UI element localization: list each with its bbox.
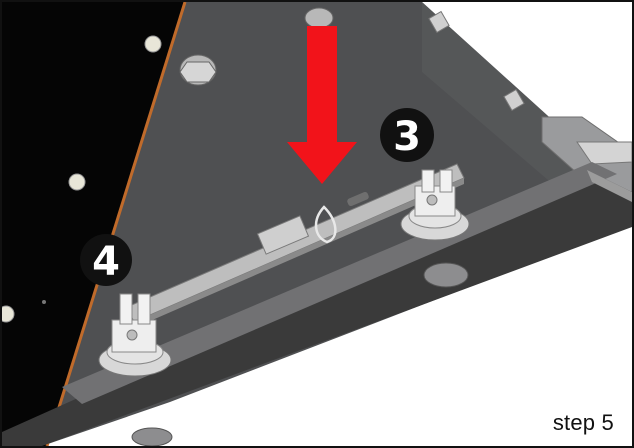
- black-side-panel: [2, 2, 185, 446]
- small-tab-icon: [428, 10, 450, 34]
- cotter-pin-icon: [314, 205, 337, 244]
- right-flange-lip: [576, 141, 632, 165]
- step-badge-4: 4: [80, 234, 132, 286]
- hinge-assembly-right: [400, 169, 470, 241]
- linkage-sleeve: [256, 215, 310, 255]
- linkage-bar-shadow: [134, 178, 464, 328]
- bottom-rail: [2, 170, 632, 446]
- panel-hole: [68, 173, 86, 191]
- panel-hole: [42, 300, 46, 304]
- step-caption: step 5: [552, 410, 614, 435]
- bolt-icon: [179, 54, 217, 86]
- panel-hole: [2, 305, 15, 323]
- foot-icon: [423, 262, 469, 288]
- panel-copper-edge: [45, 2, 187, 446]
- down-arrow-icon: [287, 26, 357, 184]
- foot-icon: [131, 427, 173, 446]
- bottom-rail-edge-light: [587, 170, 632, 202]
- panel-hole: [144, 35, 162, 53]
- step-badge-3: 3: [380, 108, 434, 162]
- bottom-rail-top: [62, 162, 617, 404]
- step-badge-3-label: 3: [393, 114, 421, 160]
- hinge-assembly-left: [98, 293, 172, 377]
- step-badge-4-label: 4: [92, 239, 120, 285]
- linkage-slot: [347, 191, 369, 207]
- bolt-icon: [304, 7, 334, 29]
- small-tab-icon: [503, 88, 525, 112]
